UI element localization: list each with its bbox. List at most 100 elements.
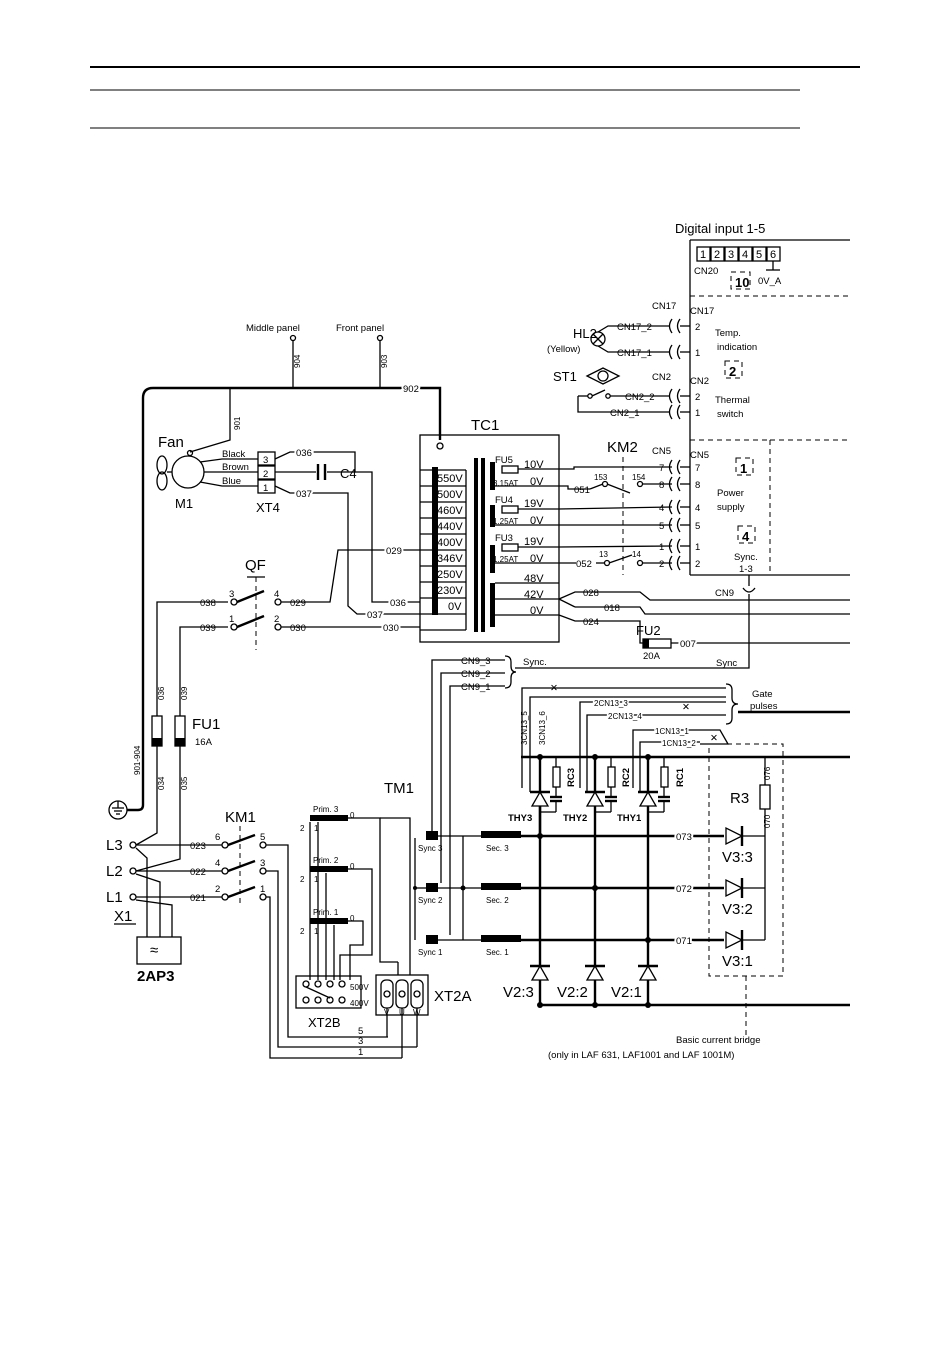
l3-label: L3 <box>106 837 123 854</box>
r3-resistor-icon <box>759 784 771 810</box>
wire-029-tc1: 029 <box>386 546 402 557</box>
front-panel-label: Front panel <box>336 323 384 334</box>
twist-icon-2: ✕ <box>682 702 690 713</box>
fu2-rating: 20A <box>643 651 661 662</box>
cn2-label: CN2 <box>690 376 709 387</box>
fu1-fuses: 036 039 FU1 16A 034 035 901-904 <box>108 686 220 820</box>
prim3-pin-1: 1 <box>314 824 319 833</box>
fu3-rating: 1.25AT <box>493 555 518 564</box>
cn2-top-label: CN2 <box>652 372 671 383</box>
km1-pin-4: 4 <box>215 858 220 869</box>
fu1-label: FU1 <box>192 716 220 733</box>
tap-230v: 230V <box>437 585 463 597</box>
sec-48v: 48V <box>524 573 544 585</box>
tm1-transformer: TM1 Prim. 3 0 2 1 Prim. 2 0 2 1 Prim. 1 … <box>295 655 547 1058</box>
cn5-top-label: CN5 <box>652 446 671 457</box>
l1-label: L1 <box>106 889 123 906</box>
thy1-label: THY1 <box>617 813 642 824</box>
xt2b-label: XT2B <box>308 1015 341 1030</box>
v3-3-label: V3:3 <box>722 849 753 866</box>
rc1-label: RC1 <box>675 767 686 787</box>
prim1-pin-1: 1 <box>314 927 319 936</box>
cn2-1-label: CN2_1 <box>610 408 640 419</box>
wire-902: 902 <box>403 384 419 395</box>
cn17-1-label: CN17_1 <box>617 348 652 359</box>
module-1-label: 1 <box>740 461 747 476</box>
cn5-ext-pin-7: 7 <box>659 463 664 474</box>
km2-contacts: KM2 051 153 154 052 13 14 <box>558 439 673 575</box>
sec-0v-3: 0V <box>530 553 544 565</box>
gate-pulses-label: Gate <box>752 689 773 700</box>
wire-blue: Blue <box>222 476 241 487</box>
rc3-label: RC3 <box>566 768 577 787</box>
wire-029-qf: 029 <box>290 598 306 609</box>
cn5-ext-pin-5: 5 <box>659 521 664 532</box>
twist-icon-3: ✕ <box>710 733 718 744</box>
qf-pin-4: 4 <box>274 589 279 600</box>
basic-bridge-note: Basic current bridge <box>676 1035 760 1046</box>
prim3-pin-0: 0 <box>350 811 355 820</box>
power-supply-label: Power <box>717 488 744 499</box>
middle-panel-label: Middle panel <box>246 323 300 334</box>
fu2-label: FU2 <box>636 623 661 638</box>
mains-input: L3 L2 L1 X1 ≈ 2AP3 023 022 021 KM1 6 5 <box>106 770 402 1059</box>
prim2-pin-2: 2 <box>300 875 305 884</box>
cn5-ext-pin-8: 8 <box>659 480 664 491</box>
hl2-color-label: (Yellow) <box>547 344 580 355</box>
wire-1: 1 <box>358 1047 363 1058</box>
gate-pulses: Gate pulses ✕ 3CN13_5 3CN13_6 2CN13_3 2C… <box>520 683 850 792</box>
xt4-label: XT4 <box>256 500 280 515</box>
thy1-thyristor-icon <box>638 790 658 807</box>
cn5-pin-5: 5 <box>695 521 700 532</box>
tap-400v: 400V <box>437 537 463 549</box>
cn2-pin-1: 1 <box>695 408 700 419</box>
km2-label: KM2 <box>607 439 638 456</box>
cn9-1-label: CN9_1 <box>461 682 491 693</box>
km1-pin-3: 3 <box>260 858 265 869</box>
fu4-label: FU4 <box>495 495 513 506</box>
wire-072: 072 <box>676 884 692 895</box>
sync2-label: Sync 2 <box>418 896 443 905</box>
v3-2-diode-icon <box>725 878 765 898</box>
tap-460v: 460V <box>437 505 463 517</box>
sync3-label: Sync 3 <box>418 844 443 853</box>
thermal-switch-icon <box>585 367 621 385</box>
fu5-fuse-icon <box>501 465 519 474</box>
fu3-fuse-icon <box>501 543 519 552</box>
cn20-connector: 1 2 3 4 5 6 CN20 10 0V_A <box>694 246 782 290</box>
wire-036-tc1: 036 <box>390 598 406 609</box>
cn5-ext-pin-2: 2 <box>659 559 664 570</box>
km2-pin-154: 154 <box>632 473 646 482</box>
tap-550v: 550V <box>437 473 463 485</box>
module-10-label: 10 <box>735 275 749 290</box>
cn20-pin-3: 3 <box>728 249 734 261</box>
fan-motor-icon <box>171 455 205 489</box>
wire-023: 023 <box>190 841 206 852</box>
tap-440v: 440V <box>437 521 463 533</box>
thy2-thyristor-icon <box>585 790 605 807</box>
wire-039-vert: 039 <box>180 686 189 700</box>
km2-pin-153: 153 <box>594 473 608 482</box>
tap-346v: 346V <box>437 553 463 565</box>
prim3-label: Prim. 3 <box>313 805 339 814</box>
cn17-top-label: CN17 <box>652 301 676 312</box>
wire-035: 035 <box>180 776 189 790</box>
cn5-pin-7: 7 <box>695 463 700 474</box>
sync-wire-label: Sync <box>716 658 737 669</box>
sec-0v-1: 0V <box>530 476 544 488</box>
tm1-label: TM1 <box>384 780 414 797</box>
panel-supply: Middle panel Front panel 904 903 902 901 <box>141 323 442 805</box>
x1-label: X1 <box>114 908 132 925</box>
thermal-switch-label: Thermal <box>715 395 750 406</box>
wire-051: 051 <box>574 485 590 496</box>
3cn13-6-label: 3CN13_6 <box>538 711 547 745</box>
module-2-label: 2 <box>729 364 736 379</box>
1cn13-1-label: 1CN13_1 <box>655 727 689 736</box>
cn9-2-label: CN9_2 <box>461 669 491 680</box>
wire-070: 070 <box>763 814 772 828</box>
cn2-pin-2: 2 <box>695 392 700 403</box>
wire-5: 5 <box>358 1026 363 1037</box>
2ap3-label: 2AP3 <box>137 968 175 985</box>
qf-pin-1: 1 <box>229 614 234 625</box>
prim2-pin-1: 1 <box>314 875 319 884</box>
